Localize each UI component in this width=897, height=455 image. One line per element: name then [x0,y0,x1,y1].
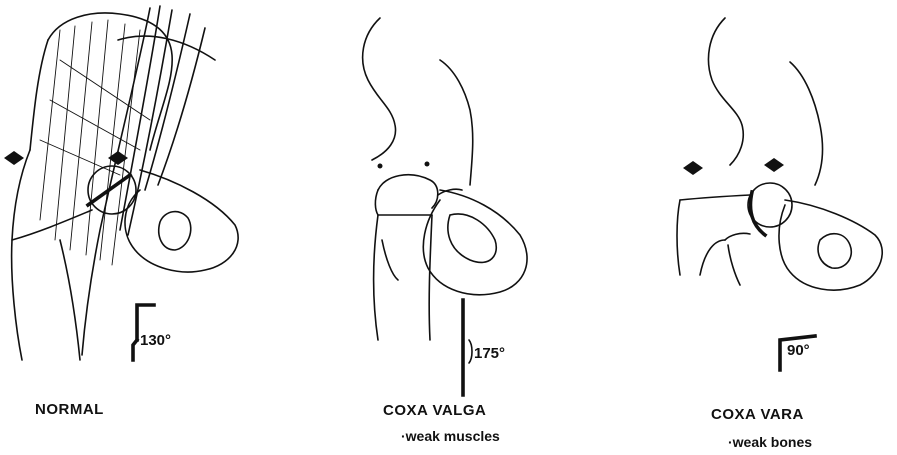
panel-title-coxa-vara: COXA VARA [711,406,804,423]
normal-hip-drawing [12,6,239,360]
coxa-vara-hip-drawing [677,18,882,290]
panel-note-coxa-vara: ·weak bones [728,434,812,450]
panel-title-coxa-valga: COXA VALGA [383,402,486,419]
left-arrow-icon [764,158,784,172]
point-marker [425,162,430,167]
angle-label: 130° [140,332,171,349]
point-marker [378,164,383,169]
angle-marker-coxa-valga [463,300,472,395]
left-arrow-icon [683,161,703,175]
panel-title-normal: NORMAL [35,401,104,418]
angle-label: 175° [474,345,505,362]
angle-label: 90° [787,342,810,359]
coxa-valga-hip-drawing [363,18,527,340]
left-arrow-icon [4,151,24,165]
panel-note-coxa-valga: ·weak muscles [401,428,500,444]
